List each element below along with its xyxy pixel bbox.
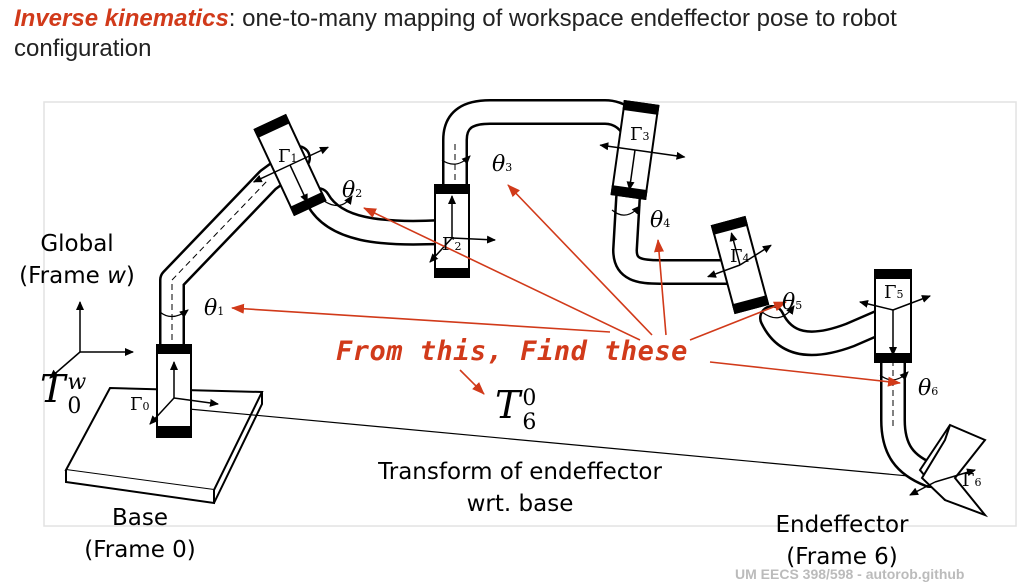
gamma-0-label: Γ0: [130, 394, 150, 415]
title-rest: : one-to-many mapping of workspace endef…: [14, 5, 897, 62]
base-label-line2: (Frame 0): [84, 537, 196, 563]
title-emphasis: Inverse kinematics: [14, 5, 229, 32]
transform-line: [177, 407, 931, 479]
global-label-line1: Global: [40, 231, 114, 257]
joint-5-cylinder: [859, 269, 931, 363]
base-frame-label: Base (Frame 0): [60, 502, 220, 566]
transform-label-line1: Transform of endeffector: [378, 459, 662, 485]
gamma-2-label: Γ2: [442, 234, 462, 255]
endeffector-gripper: [909, 423, 989, 518]
gamma-1-label: Γ1: [278, 146, 298, 167]
theta-4-label: θ4: [650, 208, 671, 233]
slide-title: Inverse kinematics: one-to-many mapping …: [14, 4, 1014, 64]
global-frame-axes: [49, 301, 134, 379]
annotation-text: From this, Find these: [336, 336, 688, 367]
joint-2-cylinder: [429, 184, 496, 278]
transform-label-line2: wrt. base: [466, 491, 574, 517]
endeffector-label-line2: (Frame 6): [786, 544, 898, 570]
transform-label: Transform of endeffector wrt. base: [350, 456, 690, 520]
theta-5-label: θ5: [782, 290, 803, 315]
joint-1-cylinder: [252, 113, 329, 217]
gamma-3-label: Γ3: [630, 124, 650, 145]
theta-6-label: θ6: [918, 376, 939, 401]
gamma-5-label: Γ5: [884, 282, 904, 303]
theta-3-label: θ3: [492, 152, 513, 177]
global-frame-label: Global (Frame w): [12, 228, 142, 292]
theta-1-label: θ1: [204, 296, 225, 321]
joint-0-cylinder: [149, 344, 219, 438]
joint-4-cylinder: [706, 215, 772, 315]
base-plate: [64, 386, 264, 505]
annotation-arrows: [231, 184, 901, 395]
footer-credit: UM EECS 398/598 - autorob.github: [735, 566, 965, 582]
base-label-line1: Base: [111, 505, 168, 531]
joint-3-cylinder: [599, 99, 686, 201]
global-label-line2: (Frame w): [19, 263, 135, 289]
theta-2-label: θ2: [342, 178, 363, 203]
gamma-4-label: Γ4: [730, 246, 750, 267]
gamma-6-label: Γ6: [962, 470, 982, 491]
endeffector-label-line1: Endeffector: [775, 512, 909, 538]
endeffector-frame-label: Endeffector (Frame 6): [752, 509, 932, 573]
